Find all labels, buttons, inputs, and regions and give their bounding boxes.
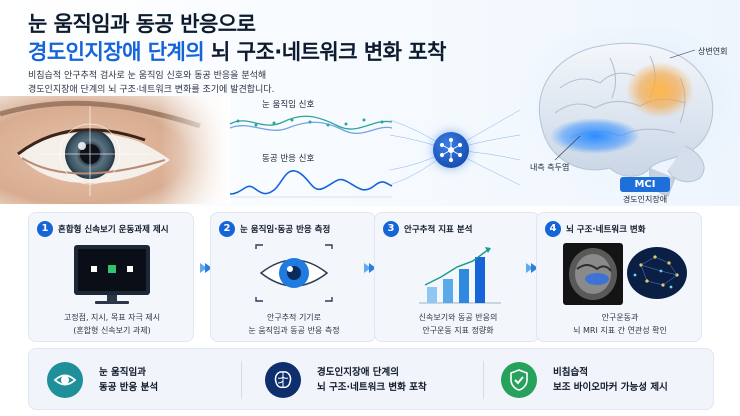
step-description: 고정점, 지시, 목표 자극 제시 (혼합형 신속보기 과제) bbox=[29, 311, 195, 337]
summary-item-2: 경도인지장애 단계의 뇌 구조·네트워크 변화 포착 bbox=[259, 349, 487, 411]
chevron-right-icon bbox=[200, 263, 212, 273]
step-number: 3 bbox=[383, 221, 399, 237]
step-number: 4 bbox=[545, 221, 561, 237]
step-description-line-1: 고정점, 지시, 목표 자극 제시 bbox=[63, 313, 161, 322]
brain-region-top-label: 상변연회 bbox=[698, 47, 728, 56]
summary-line-2: 뇌 구조·네트워크 변화 포착 bbox=[317, 382, 427, 393]
step-description-line-2: 뇌 MRI 지표 간 연관성 확인 bbox=[573, 326, 667, 335]
summary-bar: 눈 움직임과 동공 반응 분석 경도인지장애 단계의 뇌 구조·네트워크 변화 … bbox=[28, 348, 714, 410]
summary-line-1: 경도인지장애 단계의 bbox=[317, 367, 399, 378]
divider bbox=[241, 361, 242, 399]
divider bbox=[483, 361, 484, 399]
summary-item-3: 비침습적 보조 바이오마커 가능성 제시 bbox=[487, 349, 715, 411]
summary-text-1: 눈 움직임과 동공 반응 분석 bbox=[99, 365, 158, 395]
eye-movement-signal-chart bbox=[229, 115, 393, 134]
hero-section: 눈 움직임과 동공 반응으로 경도인지장애 단계의 뇌 구조·네트워크 변화 포… bbox=[0, 0, 740, 206]
subtitle-line-1: 비침습적 안구추적 검사로 눈 움직임 신호와 동공 반응을 분석해 bbox=[28, 71, 267, 81]
eye-icon bbox=[47, 362, 83, 398]
bar-chart-icon bbox=[419, 247, 501, 304]
eye-movement-signal-label: 눈 움직임 신호 bbox=[262, 100, 315, 110]
title-highlight: 경도인지장애 단계의 bbox=[28, 40, 205, 64]
step-card-4: 4 뇌 구조·네트워크 변화 안구운동과 뇌 MRI 지표 간 연관성 확인 bbox=[536, 212, 702, 342]
summary-text-2: 경도인지장애 단계의 뇌 구조·네트워크 변화 포착 bbox=[317, 365, 427, 395]
step-description: 신속보기와 동공 반응의 안구운동 지표 정량화 bbox=[375, 311, 541, 337]
summary-item-1: 눈 움직임과 동공 반응 분석 bbox=[29, 349, 257, 411]
subtitle: 비침습적 안구추적 검사로 눈 움직임 신호와 동공 반응을 분석해 경도인지장… bbox=[28, 69, 274, 97]
step-description-line-1: 안구추적 기기로 bbox=[266, 313, 322, 322]
chevron-right-icon bbox=[526, 263, 538, 273]
step-description-line-2: (혼합형 신속보기 과제) bbox=[73, 326, 151, 335]
step-title: 뇌 구조·네트워크 변화 bbox=[566, 225, 646, 235]
step-description-line-1: 안구운동과 bbox=[601, 313, 639, 322]
mci-caption: 경도인지장애 bbox=[622, 195, 668, 204]
monitor-icon bbox=[74, 245, 150, 304]
step-description: 안구운동과 뇌 MRI 지표 간 연관성 확인 bbox=[537, 311, 703, 337]
shield-check-icon bbox=[501, 362, 537, 398]
title-line-1: 눈 움직임과 동공 반응으로 bbox=[28, 12, 256, 36]
step-card-1: 1 혼합형 신속보기 운동과제 제시 고정점, 지시, 목표 자극 제시 (혼합… bbox=[28, 212, 194, 342]
step-description-line-1: 신속보기와 동공 반응의 bbox=[418, 313, 498, 322]
summary-line-2: 보조 바이오마커 가능성 제시 bbox=[553, 382, 668, 393]
step-description: 안구추적 기기로 눈 움직임과 동공 반응 측정 bbox=[211, 311, 377, 337]
step-card-2: 2 눈 움직임·동공 반응 측정 안구추적 기기로 눈 움직임과 동공 반응 측… bbox=[210, 212, 376, 342]
summary-line-2: 동공 반응 분석 bbox=[99, 382, 159, 393]
network-hub-icon bbox=[433, 132, 469, 168]
step-description-line-2: 눈 움직임과 동공 반응 측정 bbox=[248, 326, 340, 335]
step-title: 안구추적 지표 분석 bbox=[404, 225, 473, 235]
brain-icon bbox=[265, 362, 301, 398]
step-number: 2 bbox=[219, 221, 235, 237]
step-title: 혼합형 신속보기 운동과제 제시 bbox=[58, 225, 169, 235]
summary-line-1: 눈 움직임과 bbox=[99, 367, 147, 378]
eye-tracking-icon bbox=[255, 244, 333, 302]
step-card-3: 3 안구추적 지표 분석 신속보기와 동공 반응의 안구운동 지표 정량화 bbox=[374, 212, 540, 342]
summary-text-3: 비침습적 보조 바이오마커 가능성 제시 bbox=[553, 365, 668, 395]
brain-mri-icon bbox=[563, 243, 687, 305]
brain-illustration bbox=[515, 28, 740, 197]
title-rest: 뇌 구조·네트워크 변화 포착 bbox=[204, 40, 446, 64]
mci-badge: MCI bbox=[620, 177, 670, 192]
pupil-response-signal-chart bbox=[229, 170, 393, 198]
summary-line-1: 비침습적 bbox=[553, 367, 588, 378]
step-title: 눈 움직임·동공 반응 측정 bbox=[240, 225, 331, 235]
title-line-2: 경도인지장애 단계의 뇌 구조·네트워크 변화 포착 bbox=[28, 36, 446, 66]
chevron-right-icon bbox=[364, 263, 376, 273]
step-description-line-2: 안구운동 지표 정량화 bbox=[422, 326, 494, 335]
subtitle-line-2: 경도인지장애 단계의 뇌 구조·네트워크 변화를 조기에 발견합니다. bbox=[28, 85, 275, 95]
step-number: 1 bbox=[37, 221, 53, 237]
eye-illustration bbox=[0, 96, 230, 204]
brain-region-bottom-label: 내측 측두엽 bbox=[530, 163, 570, 172]
pupil-response-signal-label: 동공 반응 신호 bbox=[262, 154, 315, 164]
